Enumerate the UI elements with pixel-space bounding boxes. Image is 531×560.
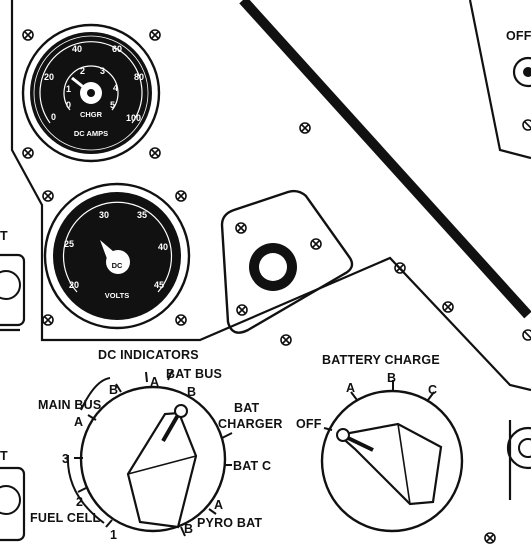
screw-icon [394, 262, 406, 274]
battery-charge-a-label: A [346, 381, 355, 395]
left-upper-fragment: T [0, 229, 8, 243]
volts-scale-35: 35 [137, 210, 147, 220]
panel-structure [0, 0, 531, 500]
battery-charge-c-label: C [428, 383, 437, 397]
dc-amps-gauge: 0 20 40 60 80 100 0 1 2 3 4 5 CHGR DC AM… [21, 23, 161, 163]
left-edge-fragments: T T [0, 229, 26, 542]
chgr-scale-3: 3 [100, 66, 105, 76]
triangular-mount-plate [220, 189, 354, 334]
pyro-bat-label: PYRO BAT [197, 516, 262, 530]
chgr-label: CHGR [80, 110, 103, 119]
screw-icon [22, 147, 34, 159]
amps-scale-80: 80 [134, 72, 144, 82]
screw-icon [149, 29, 161, 41]
dc-amps-label: DC AMPS [74, 129, 108, 138]
volts-scale-45: 45 [154, 280, 164, 290]
amps-scale-60: 60 [112, 44, 122, 54]
battery-charge-title: BATTERY CHARGE [322, 353, 440, 367]
fuel-cell-3-label: 3 [62, 452, 69, 466]
volts-scale-30: 30 [99, 210, 109, 220]
dc-indicators-title: DC INDICATORS [98, 348, 199, 362]
bat-bus-b-label: B [187, 385, 196, 399]
pyro-bat-b-label: B [184, 522, 193, 536]
screw-icon [149, 147, 161, 159]
screw-icon [175, 314, 187, 326]
pyro-bat-a-label: A [214, 498, 223, 512]
panel-screws [22, 29, 531, 544]
screw-icon [299, 122, 311, 134]
chgr-scale-1: 1 [66, 84, 71, 94]
screw-icon [522, 329, 531, 341]
dc-indicators-knob[interactable] [126, 411, 198, 529]
screw-icon [42, 314, 54, 326]
bat-c-label: BAT C [233, 459, 271, 473]
fuel-cell-1-label: 1 [110, 528, 117, 542]
battery-charge-off-label: OFF [296, 417, 322, 431]
screw-icon [236, 304, 248, 316]
dc-indicators-selector: DC INDICATORS A BAT BUS B B [30, 348, 283, 542]
screw-icon [522, 119, 531, 131]
top-right-off-label: OFF [506, 29, 531, 43]
chgr-scale-4: 4 [113, 83, 118, 93]
amps-scale-40: 40 [72, 44, 82, 54]
left-lower-fragment: T [0, 449, 8, 463]
chgr-scale-0: 0 [66, 100, 71, 110]
top-right-switch-fragment: OFF [506, 29, 531, 88]
chgr-scale-2: 2 [80, 66, 85, 76]
screw-icon [310, 238, 322, 250]
main-bus-a-label: A [74, 415, 83, 429]
main-bus-b-label: B [109, 383, 118, 397]
dc-label: DC [112, 261, 123, 270]
battery-charge-selector: BATTERY CHARGE A B C OFF [296, 353, 464, 533]
chgr-scale-5: 5 [110, 100, 115, 110]
bat-bus-label: BAT BUS [166, 367, 222, 381]
volts-label: VOLTS [105, 291, 129, 300]
screw-icon [280, 334, 292, 346]
volts-scale-25: 25 [64, 239, 74, 249]
main-bus-label: MAIN BUS [38, 398, 101, 412]
fuel-cell-2-label: 2 [76, 495, 83, 509]
fuel-cell-label: FUEL CELL [30, 511, 100, 525]
right-edge-knob [506, 426, 531, 470]
amps-scale-0: 0 [51, 112, 56, 122]
screw-icon [235, 222, 247, 234]
screw-icon [484, 532, 496, 544]
screw-icon [42, 190, 54, 202]
screw-icon [442, 301, 454, 313]
dc-volts-gauge: 20 25 30 35 40 45 DC VOLTS [43, 182, 191, 330]
volts-scale-40: 40 [158, 242, 168, 252]
volts-scale-20: 20 [69, 280, 79, 290]
bat-charger-label-line2: CHARGER [218, 417, 283, 431]
screw-icon [22, 29, 34, 41]
bat-bus-a-label: A [150, 375, 159, 389]
bat-charger-label-line1: BAT [234, 401, 260, 415]
amps-scale-100: 100 [126, 113, 141, 123]
screw-icon [175, 190, 187, 202]
amps-scale-20: 20 [44, 72, 54, 82]
battery-charge-knob[interactable] [336, 422, 443, 506]
battery-charge-b-label: B [387, 371, 396, 385]
